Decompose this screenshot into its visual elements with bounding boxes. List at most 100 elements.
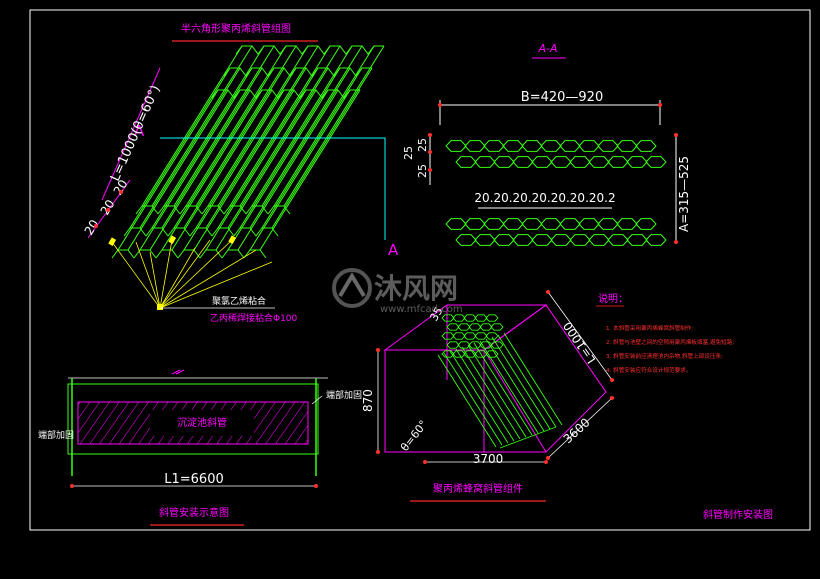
hex-cell — [445, 140, 467, 152]
tube-end — [446, 341, 460, 349]
tube-edge — [273, 45, 375, 207]
tube-end — [463, 350, 477, 358]
tube-edge — [261, 45, 363, 207]
tube-edge — [223, 67, 372, 77]
width-label: B=420—920 — [521, 90, 603, 105]
tube-edge — [455, 348, 515, 442]
note-item-3: 3. 斜管安装前应清理池内杂物,斜管上部设压条; — [606, 352, 723, 360]
tube-edge — [155, 249, 179, 259]
hex-cell — [445, 218, 467, 230]
install-right-label: 端部加固 — [326, 389, 362, 401]
watermark-url: www.mfcad.com — [380, 304, 463, 315]
watermark-logo-mark — [338, 272, 366, 298]
tube-edge — [227, 67, 329, 229]
tube-edge — [193, 89, 295, 251]
tube-edge — [479, 340, 539, 434]
drawing-name: 斜管制作安装图 — [703, 508, 773, 521]
hex-cell — [550, 234, 572, 246]
tube-edge — [243, 249, 267, 259]
tube-end — [452, 314, 466, 322]
bond-note-2: 乙丙稀焊接粘合Φ100 — [210, 312, 298, 324]
tube-edge — [161, 89, 263, 251]
hex-cell — [645, 234, 667, 246]
tube-end — [490, 341, 504, 349]
dim-marker — [314, 484, 318, 488]
tube-edge — [133, 249, 157, 259]
tube-edge — [215, 89, 317, 251]
tube-end — [474, 332, 488, 340]
hex-cell — [578, 218, 600, 230]
hex-assembly-title: 半六角形聚丙烯斜管组图 — [181, 22, 291, 35]
tube-end — [479, 341, 493, 349]
module-view: 870 3700 3600 L=1000 θ=60° 35 聚丙烯蜂窝斜管组件 — [361, 290, 614, 502]
hex-cell — [569, 156, 591, 168]
dim-marker — [674, 240, 678, 244]
install-left-label: 端部加固 — [38, 429, 74, 441]
section-mark-bottom: A — [388, 241, 399, 259]
spacing-label: 20.20.20.20.20.20.20.2 — [474, 191, 615, 205]
hex-cell — [559, 140, 581, 152]
module-depth-dim — [547, 397, 613, 459]
break-mark — [171, 369, 181, 375]
hex-cell — [550, 156, 572, 168]
tube-end — [441, 332, 455, 340]
tube-end — [441, 350, 455, 358]
hex-cell — [645, 156, 667, 168]
tube-edge — [195, 67, 297, 229]
module-box — [383, 304, 607, 453]
break-mark — [175, 369, 185, 375]
dim-marker — [438, 103, 442, 107]
hex-cell — [502, 140, 524, 152]
dim-marker — [428, 150, 432, 154]
hex-cell — [512, 156, 534, 168]
tube-edge — [145, 227, 169, 237]
dim-marker — [610, 378, 614, 382]
tube-edge — [217, 67, 319, 229]
tube-bundle — [437, 314, 563, 449]
tube-end — [468, 341, 482, 349]
section-mark-top: A — [134, 122, 145, 140]
tube-edge — [189, 227, 213, 237]
tube-edge — [461, 346, 521, 440]
install-center-box — [150, 410, 254, 436]
tube-edge — [207, 45, 309, 207]
tube-end — [446, 323, 460, 331]
tube-edge — [233, 227, 257, 237]
tube-edge — [185, 45, 287, 207]
hex-cell — [474, 156, 496, 168]
tube-end — [441, 314, 455, 322]
tube-edge — [205, 89, 307, 251]
dim-25-1: 25 — [416, 138, 429, 152]
watermark-brand: 沐风网 — [374, 272, 458, 305]
tube-edge — [485, 338, 545, 432]
tube-edge — [201, 205, 225, 215]
tube-edge — [283, 45, 385, 207]
dim-marker — [428, 133, 432, 137]
dim-20-1: 20 — [111, 177, 131, 197]
module-angle-label: θ=60° — [398, 418, 430, 454]
hex-cell — [588, 156, 610, 168]
hex-cell — [540, 218, 562, 230]
dim-marker — [94, 224, 98, 228]
tube-edge — [473, 342, 533, 436]
dim-marker — [610, 396, 614, 400]
hex-cell — [559, 218, 581, 230]
section-title: A-A — [537, 42, 557, 55]
tube-end — [485, 350, 499, 358]
tube-edge — [437, 354, 497, 448]
hex-cell — [483, 218, 505, 230]
tube-edge — [127, 89, 229, 251]
module-length-label: L=1000 — [560, 319, 598, 366]
dim-25-3: 25 — [416, 164, 429, 178]
hex-cell — [483, 140, 505, 152]
hex-cell — [531, 156, 553, 168]
install-tank — [67, 383, 319, 455]
tube-edge — [151, 67, 253, 229]
hex-cell — [531, 234, 553, 246]
watermark-logo — [332, 268, 372, 308]
tube-edge — [211, 89, 360, 99]
tube-edge — [229, 45, 331, 207]
notes-heading: 说明： — [598, 292, 628, 305]
hex-cell — [474, 234, 496, 246]
